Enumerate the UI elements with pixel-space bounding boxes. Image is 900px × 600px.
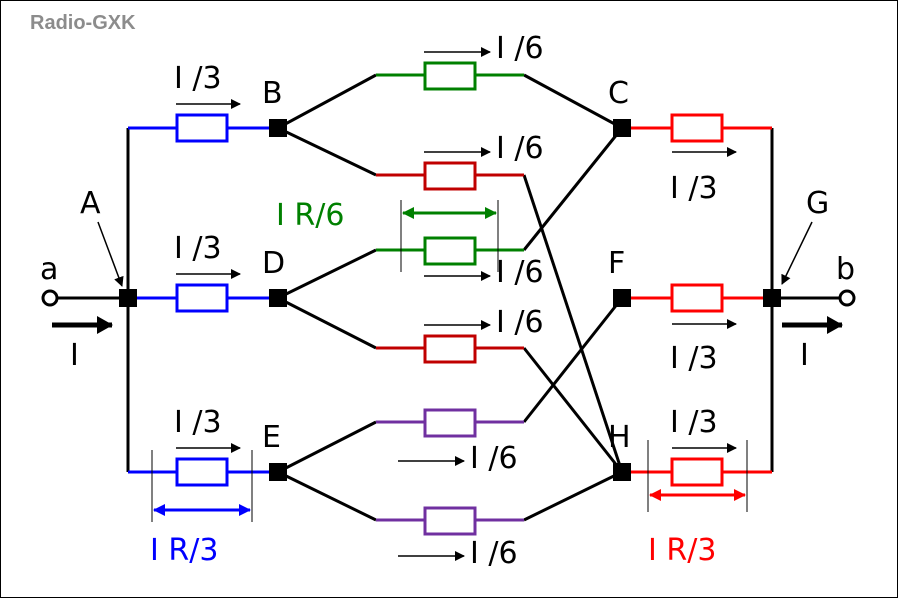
node-B xyxy=(269,119,287,137)
watermark: Radio-GXK xyxy=(30,12,136,34)
node-A xyxy=(119,289,137,307)
node-H xyxy=(613,463,631,481)
current-label-AE: I /3 xyxy=(174,405,222,440)
voltage-marker-last xyxy=(647,440,748,512)
terminal-b-circle xyxy=(838,289,856,307)
current-label-FG: I /3 xyxy=(670,341,718,376)
output-current-label: I xyxy=(800,338,809,373)
node-label-B: B xyxy=(262,76,283,111)
node-label-D: D xyxy=(262,246,285,281)
node-label-E: E xyxy=(262,420,281,455)
resistor-AE xyxy=(175,457,229,487)
voltage-marker-first xyxy=(151,450,253,522)
node-G xyxy=(763,289,781,307)
resistor-HG xyxy=(670,457,724,487)
voltage-label-first: I R/3 xyxy=(150,533,218,568)
node-D xyxy=(269,289,287,307)
current-label-AB: I /3 xyxy=(174,61,222,96)
resistor-EF xyxy=(423,408,477,438)
current-label-AD: I /3 xyxy=(174,231,222,266)
current-label-EH: I /6 xyxy=(470,536,518,571)
terminal-a-circle xyxy=(41,289,59,307)
current-label-DC: I /6 xyxy=(496,255,544,290)
node-label-G: G xyxy=(806,186,829,221)
resistor-AB xyxy=(175,113,229,143)
resistor-BC xyxy=(423,61,477,91)
voltage-marker-middle xyxy=(400,200,499,272)
pointer-arrow-G xyxy=(781,221,813,285)
node-label-A: A xyxy=(80,186,101,221)
current-label-HG: I /3 xyxy=(670,405,718,440)
terminal-label-b: b xyxy=(836,252,855,287)
current-label-BC: I /6 xyxy=(496,31,544,66)
pointer-arrow-A xyxy=(97,221,124,287)
resistor-BH xyxy=(423,161,477,191)
resistor-EH xyxy=(423,506,477,536)
resistor-DH xyxy=(423,334,477,364)
current-label-BH: I /6 xyxy=(496,131,544,166)
node-label-H: H xyxy=(608,420,631,455)
node-label-F: F xyxy=(608,246,625,281)
node-E xyxy=(269,463,287,481)
input-current-label: I xyxy=(70,338,79,373)
voltage-label-last: I R/3 xyxy=(648,533,716,568)
current-label-DH: I /6 xyxy=(496,305,544,340)
current-label-CG: I /3 xyxy=(670,171,718,206)
voltage-label-middle: I R/6 xyxy=(276,198,344,233)
node-F xyxy=(613,289,631,307)
resistor-AD xyxy=(175,283,229,313)
node-C xyxy=(613,119,631,137)
node-label-C: C xyxy=(608,76,629,111)
current-label-EF: I /6 xyxy=(470,441,518,476)
terminal-label-a: a xyxy=(40,252,58,287)
resistor-FG xyxy=(670,283,724,313)
resistor-CG xyxy=(670,113,724,143)
resistor-DC xyxy=(423,236,477,266)
